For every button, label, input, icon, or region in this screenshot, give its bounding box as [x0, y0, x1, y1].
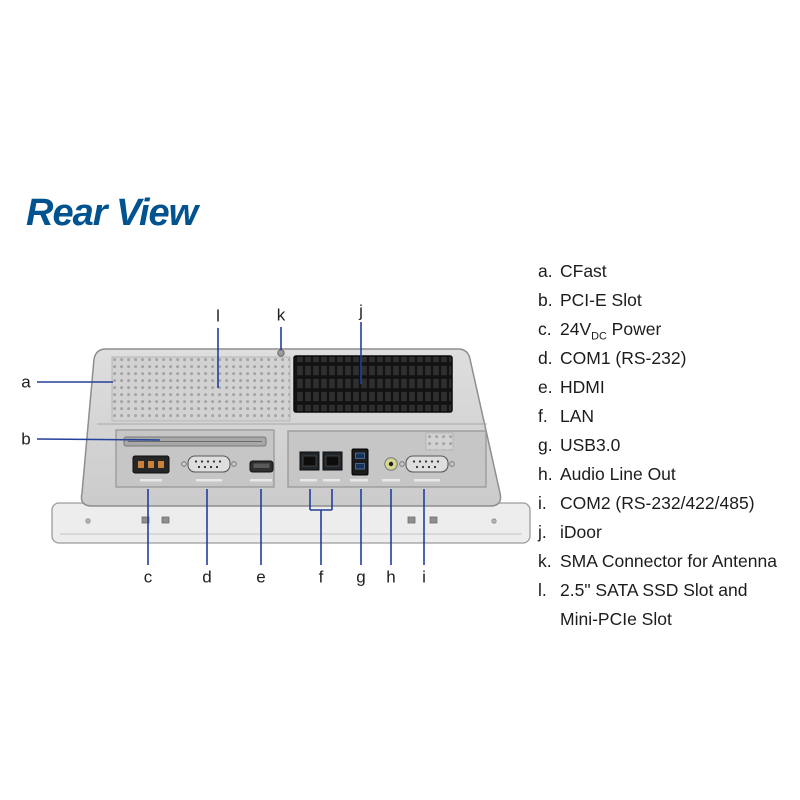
- connector-power: [132, 455, 170, 474]
- callout-letter-f: f: [318, 567, 324, 587]
- legend-label: LAN: [560, 406, 595, 426]
- legend: a. CFast b. PCI-E Slot c. 24VDC Power d.…: [538, 257, 783, 634]
- connector-usb: [351, 448, 369, 476]
- legend-label-pre: 24V: [560, 319, 592, 339]
- callout-letter-j: j: [359, 301, 363, 321]
- callout-lines: [36, 322, 425, 565]
- legend-key: f.: [538, 406, 548, 426]
- legend-label: HDMI: [560, 377, 605, 397]
- legend-key: k.: [538, 551, 552, 571]
- front-bezel: [51, 502, 531, 544]
- legend-key: a.: [538, 261, 553, 281]
- legend-key: l.: [538, 580, 547, 600]
- device-rear-illustration: [51, 348, 531, 544]
- connector-hdmi: [249, 460, 274, 473]
- legend-label: CFast: [560, 261, 607, 281]
- legend-item-audio: h. Audio Line Out: [538, 460, 783, 489]
- connector-com2: [399, 455, 455, 473]
- legend-item-com2: i. COM2 (RS-232/422/485): [538, 489, 783, 518]
- legend-label: SMA Connector for Antenna: [560, 551, 777, 571]
- connector-lan: [299, 451, 343, 471]
- legend-label: COM1 (RS-232): [560, 348, 687, 368]
- vent-right: [425, 432, 454, 451]
- connector-audio: [384, 457, 398, 471]
- callout-letter-d: d: [202, 567, 212, 587]
- callout-line-f: [309, 489, 333, 565]
- callout-line-b: [36, 438, 161, 441]
- legend-key: g.: [538, 435, 553, 455]
- legend-key: e.: [538, 377, 553, 397]
- connector-com1: [181, 455, 237, 473]
- legend-key: h.: [538, 464, 553, 484]
- legend-key: c.: [538, 319, 552, 339]
- legend-label: COM2 (RS-232/422/485): [560, 493, 755, 513]
- legend-item-power: c. 24VDC Power: [538, 315, 783, 344]
- pcie-slot: [123, 436, 267, 447]
- legend-label: PCI-E Slot: [560, 290, 642, 310]
- callout-letter-i: i: [422, 567, 426, 587]
- heatsink-grill: [293, 355, 453, 413]
- legend-item-sata: l. 2.5" SATA SSD Slot and Mini-PCIe Slot: [538, 576, 783, 634]
- legend-item-lan: f. LAN: [538, 402, 783, 431]
- legend-label-sub: DC: [591, 330, 607, 343]
- callout-letter-e: e: [256, 567, 266, 587]
- legend-label-post: Power: [606, 319, 662, 339]
- legend-label: 24VDC Power: [560, 315, 778, 344]
- page-title: Rear View: [26, 192, 198, 234]
- legend-item-pcie: b. PCI-E Slot: [538, 286, 783, 315]
- legend-label: 2.5" SATA SSD Slot and Mini-PCIe Slot: [560, 580, 748, 629]
- legend-item-cfast: a. CFast: [538, 257, 783, 286]
- antenna-hole: [277, 349, 285, 357]
- legend-item-idoor: j. iDoor: [538, 518, 783, 547]
- callout-letter-g: g: [356, 567, 366, 587]
- legend-label: Audio Line Out: [560, 464, 676, 484]
- legend-label: iDoor: [560, 522, 602, 542]
- legend-key: d.: [538, 348, 553, 368]
- callout-letter-h: h: [386, 567, 396, 587]
- vent-left: [111, 356, 291, 422]
- silkscreen-marks: [140, 479, 440, 482]
- callout-letter-l: l: [216, 306, 220, 326]
- legend-key: j.: [538, 522, 547, 542]
- callout-letter-c: c: [143, 567, 153, 587]
- legend-key: i.: [538, 493, 547, 513]
- legend-label: USB3.0: [560, 435, 621, 455]
- callout-letter-a: a: [21, 372, 31, 392]
- legend-item-usb: g. USB3.0: [538, 431, 783, 460]
- legend-key: b.: [538, 290, 553, 310]
- legend-item-hdmi: e. HDMI: [538, 373, 783, 402]
- callout-letter-b: b: [21, 429, 31, 449]
- legend-item-com1: d. COM1 (RS-232): [538, 344, 783, 373]
- callout-letter-k: k: [276, 305, 286, 325]
- legend-item-sma: k. SMA Connector for Antenna: [538, 547, 783, 576]
